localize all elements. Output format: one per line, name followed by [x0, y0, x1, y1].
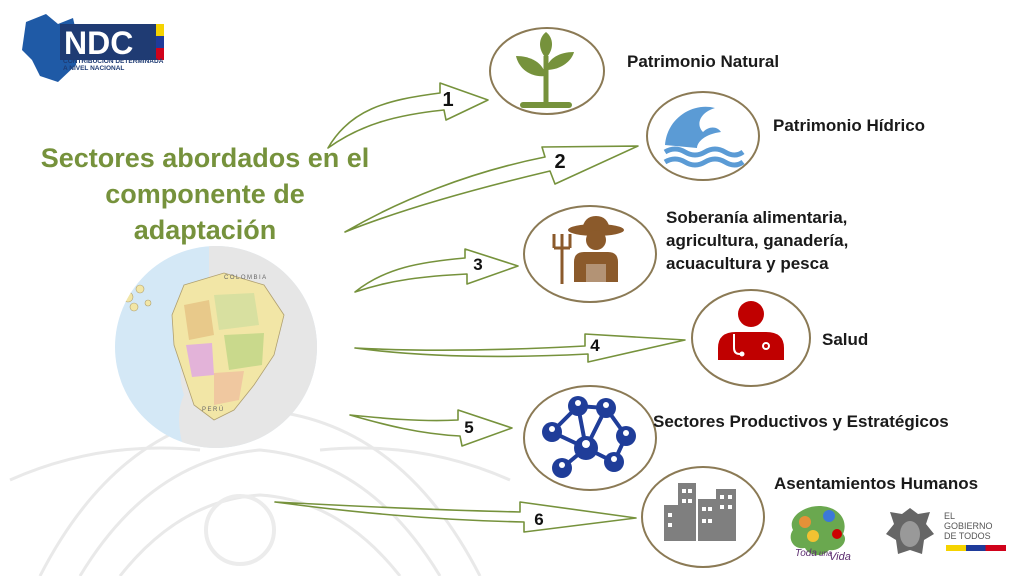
sector-label-6: Asentamientos Humanos [774, 474, 979, 493]
sector-number-2: 2 [554, 151, 566, 173]
ndc-logo-text: CONTRIBUCIÓN DETERMINADA A NIVEL NACIONA… [63, 58, 164, 72]
arrow-5 [349, 409, 513, 447]
coat-of-arms-icon [886, 508, 934, 554]
ecuador-map: COLOMBIA PERÚ [115, 246, 317, 448]
map-label-colombia: COLOMBIA [224, 275, 268, 281]
sector-number-6: 6 [534, 510, 544, 529]
arrow-4 [354, 333, 686, 363]
sector-number-3: 3 [473, 255, 483, 274]
farmer-icon [523, 205, 657, 303]
doctor-icon [691, 289, 811, 387]
sector-label-2: Patrimonio Hídrico [773, 116, 926, 135]
sector-label-1: Patrimonio Natural [627, 52, 780, 71]
arrow-1 [327, 82, 489, 149]
buildings-icon [641, 466, 765, 568]
sector-number-5: 5 [464, 418, 474, 437]
slogan-toda: Toda [795, 548, 817, 559]
map-label-peru: PERÚ [202, 406, 225, 413]
sector-label-4: Salud [822, 330, 869, 349]
sector-label-3: Soberanía alimentaria, agricultura, gana… [666, 208, 849, 273]
ndc-logo: NDC [22, 14, 164, 82]
ndc-acronym: NDC [64, 25, 133, 61]
flag-stripe [946, 545, 1006, 551]
slogan-una: una [819, 549, 833, 558]
arrow-3 [354, 248, 519, 293]
plant-icon [489, 27, 605, 115]
toda-una-vida-logo: Toda una Vida [790, 506, 851, 563]
sector-number-4: 4 [590, 336, 600, 355]
slogan-vida: Vida [829, 551, 851, 563]
gobierno-logo-text: EL GOBIERNO DE TODOS [944, 511, 993, 541]
wave-icon [646, 91, 760, 181]
sector-label-5: Sectores Productivos y Estratégicos [653, 412, 949, 431]
network-icon [523, 385, 657, 491]
slide-title: Sectores abordados en el componente de a… [40, 143, 370, 245]
arrow-2 [344, 145, 639, 233]
arrow-6 [274, 501, 637, 533]
sector-number-1: 1 [442, 89, 454, 111]
